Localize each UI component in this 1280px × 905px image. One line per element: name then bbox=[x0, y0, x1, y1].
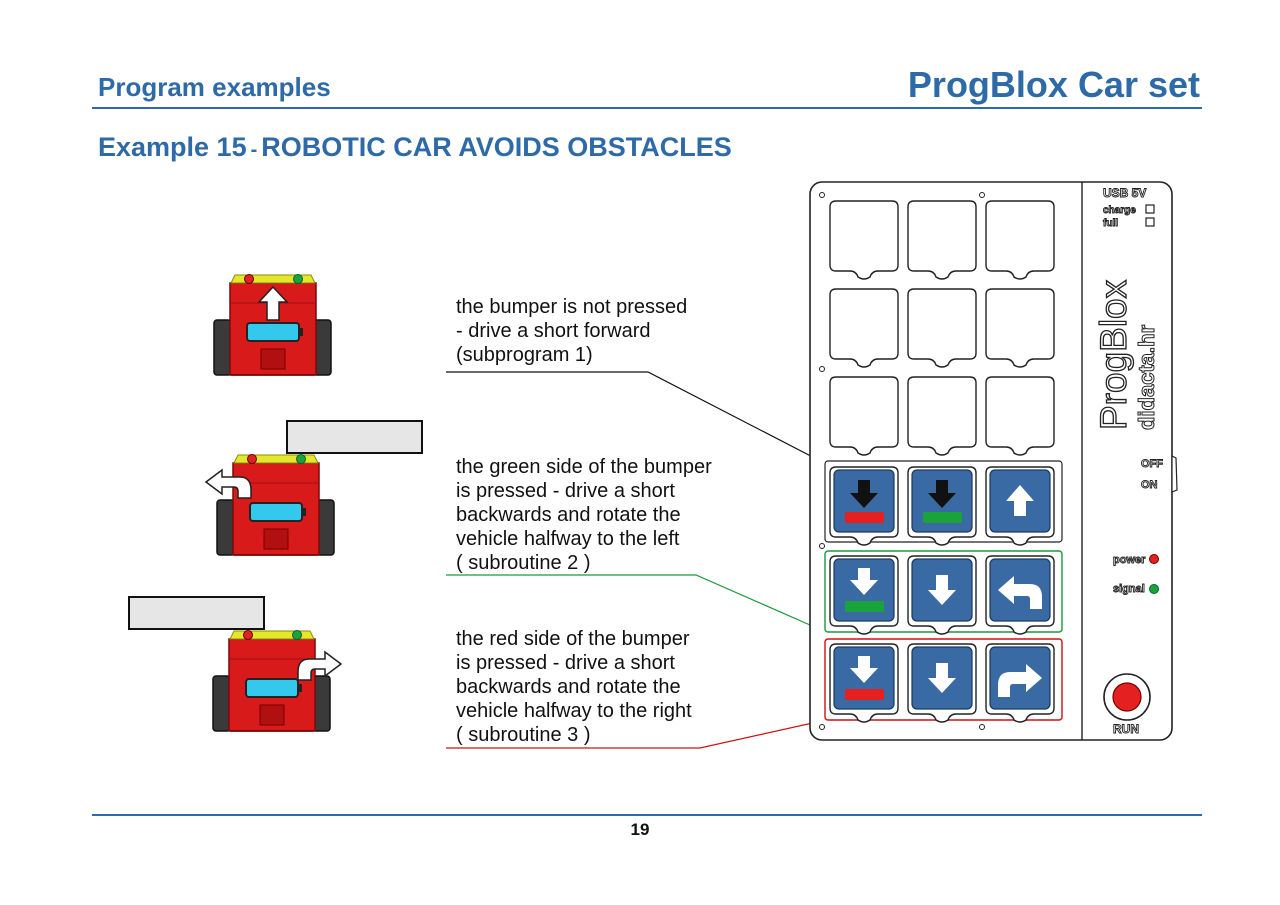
power-led bbox=[1149, 554, 1159, 564]
run-button[interactable] bbox=[1103, 673, 1151, 721]
arrow-down-black-icon bbox=[850, 480, 878, 508]
empty-slot bbox=[829, 200, 899, 280]
off-label: OFF bbox=[1141, 458, 1163, 470]
connector-subroutine-2 bbox=[446, 574, 827, 633]
car-right-illustration bbox=[212, 629, 331, 732]
turn-right-arrow-icon bbox=[297, 650, 343, 681]
tile-backward-black-red[interactable] bbox=[829, 466, 899, 546]
empty-slot bbox=[829, 288, 899, 368]
turn-right-icon bbox=[998, 664, 1042, 697]
tile-turn-right[interactable] bbox=[985, 643, 1055, 723]
description-subroutine-3: the red side of the bumper is pressed - … bbox=[456, 628, 692, 746]
document-title: ProgBlox Car set bbox=[907, 64, 1200, 105]
empty-slot bbox=[829, 376, 899, 456]
obstacle-right bbox=[286, 420, 423, 454]
run-label: RUN bbox=[1113, 722, 1139, 736]
arrow-up-icon bbox=[1006, 485, 1034, 516]
tile-backward-red[interactable] bbox=[829, 643, 899, 723]
arrow-down-icon bbox=[850, 656, 878, 683]
tile-backward-black-green[interactable] bbox=[907, 466, 977, 546]
example-number: Example 15 bbox=[98, 132, 247, 162]
arrow-down-icon bbox=[928, 575, 956, 605]
full-label: full bbox=[1103, 218, 1118, 229]
car-left-illustration bbox=[216, 453, 335, 556]
connector-subprogram-1 bbox=[446, 371, 833, 468]
website-label: didacta.hr bbox=[1134, 324, 1159, 430]
full-indicator bbox=[1145, 217, 1155, 227]
description-subprogram-1: the bumper is not pressed - drive a shor… bbox=[456, 296, 688, 366]
arrow-down-black-icon bbox=[928, 480, 956, 508]
arrow-down-icon bbox=[928, 663, 956, 693]
empty-slot bbox=[985, 288, 1055, 368]
connector-subroutine-3 bbox=[446, 719, 827, 749]
example-dash: - bbox=[250, 139, 258, 161]
empty-slot bbox=[985, 200, 1055, 280]
description-subroutine-2: the green side of the bumper is pressed … bbox=[456, 456, 712, 574]
empty-slot bbox=[907, 288, 977, 368]
arrow-down-icon bbox=[850, 568, 878, 595]
example-title: ROBOTIC CAR AVOIDS OBSTACLES bbox=[261, 132, 732, 162]
usb-label: USB 5V bbox=[1103, 186, 1146, 200]
charge-label: charge bbox=[1103, 205, 1136, 216]
brand-logo: ProgBlox bbox=[1093, 279, 1134, 430]
empty-slot bbox=[907, 376, 977, 456]
tile-backward[interactable] bbox=[907, 643, 977, 723]
turn-left-icon bbox=[998, 576, 1042, 609]
section-title: Program examples bbox=[98, 72, 331, 102]
footer-divider bbox=[92, 814, 1202, 816]
empty-slot bbox=[985, 376, 1055, 456]
power-label: power bbox=[1113, 554, 1146, 566]
header-divider bbox=[92, 107, 1202, 109]
charge-indicator bbox=[1145, 204, 1155, 214]
example-heading: Example 15-ROBOTIC CAR AVOIDS OBSTACLES bbox=[98, 132, 732, 163]
signal-led bbox=[1149, 584, 1159, 594]
tile-backward[interactable] bbox=[907, 555, 977, 635]
tile-forward[interactable] bbox=[985, 466, 1055, 546]
forward-arrow-icon bbox=[257, 285, 289, 321]
tile-backward-green[interactable] bbox=[829, 555, 899, 635]
tile-turn-left[interactable] bbox=[985, 555, 1055, 635]
on-label: ON bbox=[1141, 479, 1158, 491]
signal-label: signal bbox=[1113, 583, 1145, 595]
power-switch[interactable] bbox=[1171, 455, 1178, 493]
empty-slot bbox=[907, 200, 977, 280]
obstacle-left bbox=[128, 596, 265, 630]
page-number: 19 bbox=[630, 820, 650, 839]
turn-left-arrow-icon bbox=[204, 468, 252, 499]
